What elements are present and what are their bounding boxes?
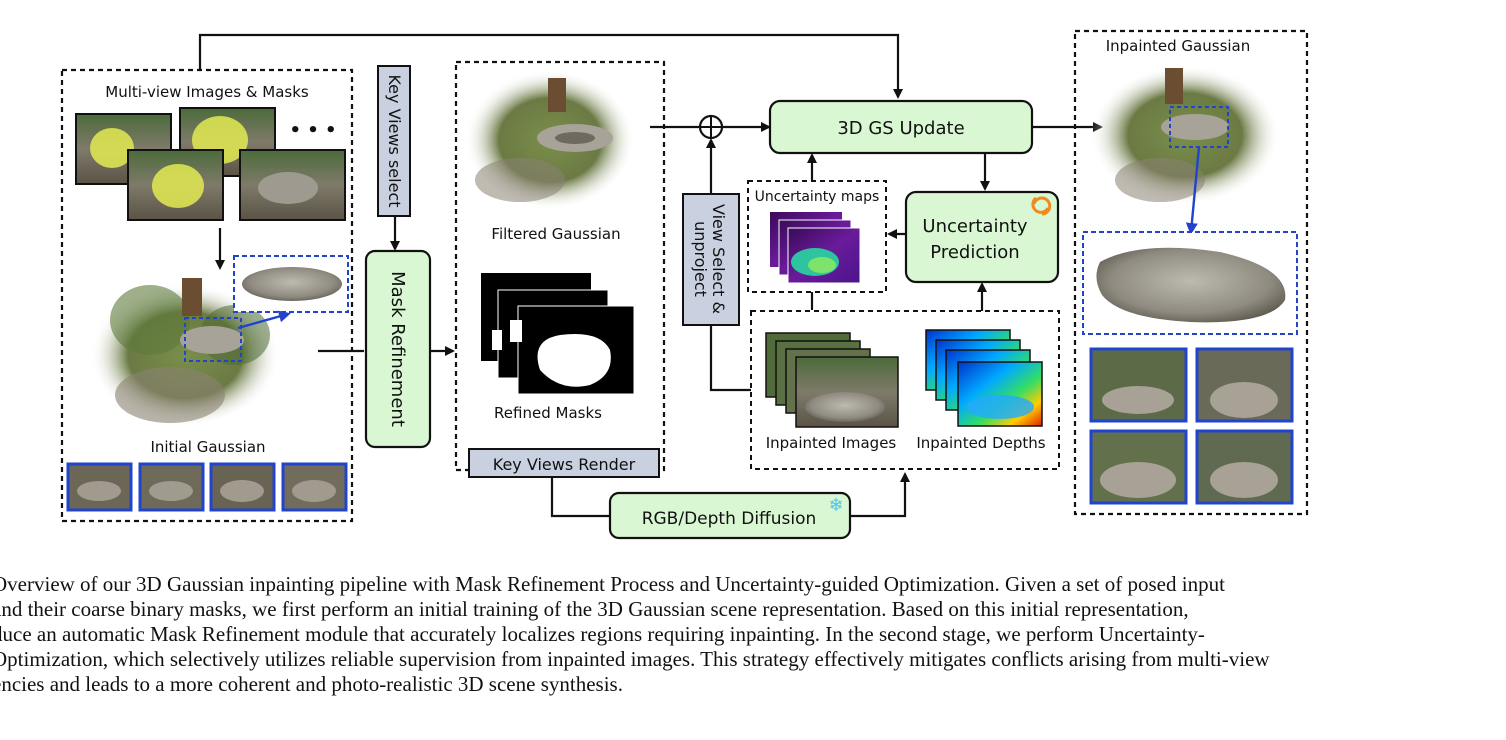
filtered-gaussian-render xyxy=(465,70,635,210)
inpainted-depths-stack xyxy=(925,329,1043,427)
multiview-label: Multi-view Images & Masks xyxy=(105,83,309,101)
figure-caption: Overview of our 3D Gaussian inpainting p… xyxy=(0,572,1492,697)
filtered-gaussian-label: Filtered Gaussian xyxy=(491,225,620,243)
initial-highlight-box xyxy=(184,317,242,362)
inpainted-key-views xyxy=(1089,347,1294,505)
view-select-box xyxy=(682,193,740,326)
uncertainty-prediction-box xyxy=(904,190,1060,284)
zoom-arrow-initial xyxy=(237,310,291,330)
caption-line-5: encies and leads to a more coherent and … xyxy=(0,672,623,696)
ellipsis-dots: • • • xyxy=(289,120,336,141)
zoom-arrow-inpainted xyxy=(1185,146,1201,235)
refined-masks-label: Refined Masks xyxy=(494,404,602,422)
inpainted-zoom-rock xyxy=(1096,247,1286,323)
refresh-icon xyxy=(1031,196,1052,216)
mask-refinement-box xyxy=(364,249,432,449)
refined-masks-stack xyxy=(481,273,635,395)
view-select-label-2: unproject xyxy=(691,221,710,297)
inpainted-gaussian-label: Inpainted Gaussian xyxy=(1106,37,1251,55)
mask-refinement-label: Mask Refinement xyxy=(387,271,408,427)
initial-gaussian-label: Initial Gaussian xyxy=(150,438,265,456)
diagram-canvas: Multi-view Images & Masks • • • Initial … xyxy=(60,29,1309,540)
key-views-render-box xyxy=(468,448,660,478)
arrow-diffusion-to-inpainted xyxy=(850,472,910,518)
uncertainty-prediction-label-1: Uncertainty xyxy=(922,216,1028,237)
multiview-thumbnails xyxy=(75,107,346,221)
inpainted-depths-label: Inpainted Depths xyxy=(916,434,1045,452)
initial-zoom-rock xyxy=(242,267,342,301)
caption-line-1: Overview of our 3D Gaussian inpainting p… xyxy=(0,572,1225,596)
rgb-depth-diffusion-label: RGB/Depth Diffusion xyxy=(642,509,817,529)
arrow-inpainted-to-viewselect xyxy=(709,325,764,392)
inpainted-gaussian-render xyxy=(1090,65,1280,205)
left-panel xyxy=(60,68,354,523)
top-connector xyxy=(198,33,903,99)
uncertainty-map-stack xyxy=(770,212,861,284)
right-panel xyxy=(1073,29,1309,516)
gs-update-label: 3D GS Update xyxy=(837,118,964,139)
key-views-select-label: Key Views select xyxy=(385,74,404,207)
caption-line-4: Optimization, which selectively utilizes… xyxy=(0,647,1270,671)
uncertainty-maps-label: Uncertainty maps xyxy=(755,189,880,205)
inpainted-images-stack xyxy=(765,332,899,428)
initial-key-views xyxy=(66,462,348,512)
key-views-render-label: Key Views Render xyxy=(493,455,636,474)
arrow-render-to-diffusion xyxy=(550,477,610,518)
caption-line-3: duce an automatic Mask Refinement module… xyxy=(0,622,1205,646)
uncertainty-prediction-label-2: Prediction xyxy=(930,242,1019,263)
inpainted-images-label: Inpainted Images xyxy=(766,434,897,452)
caption-line-2: and their coarse binary masks, we first … xyxy=(0,597,1189,621)
pipeline-diagram: Multi-view Images & Masks • • • Initial … xyxy=(60,29,1309,540)
snowflake-icon: ❄ xyxy=(828,495,843,516)
view-select-label-1: View Select & xyxy=(709,204,728,314)
